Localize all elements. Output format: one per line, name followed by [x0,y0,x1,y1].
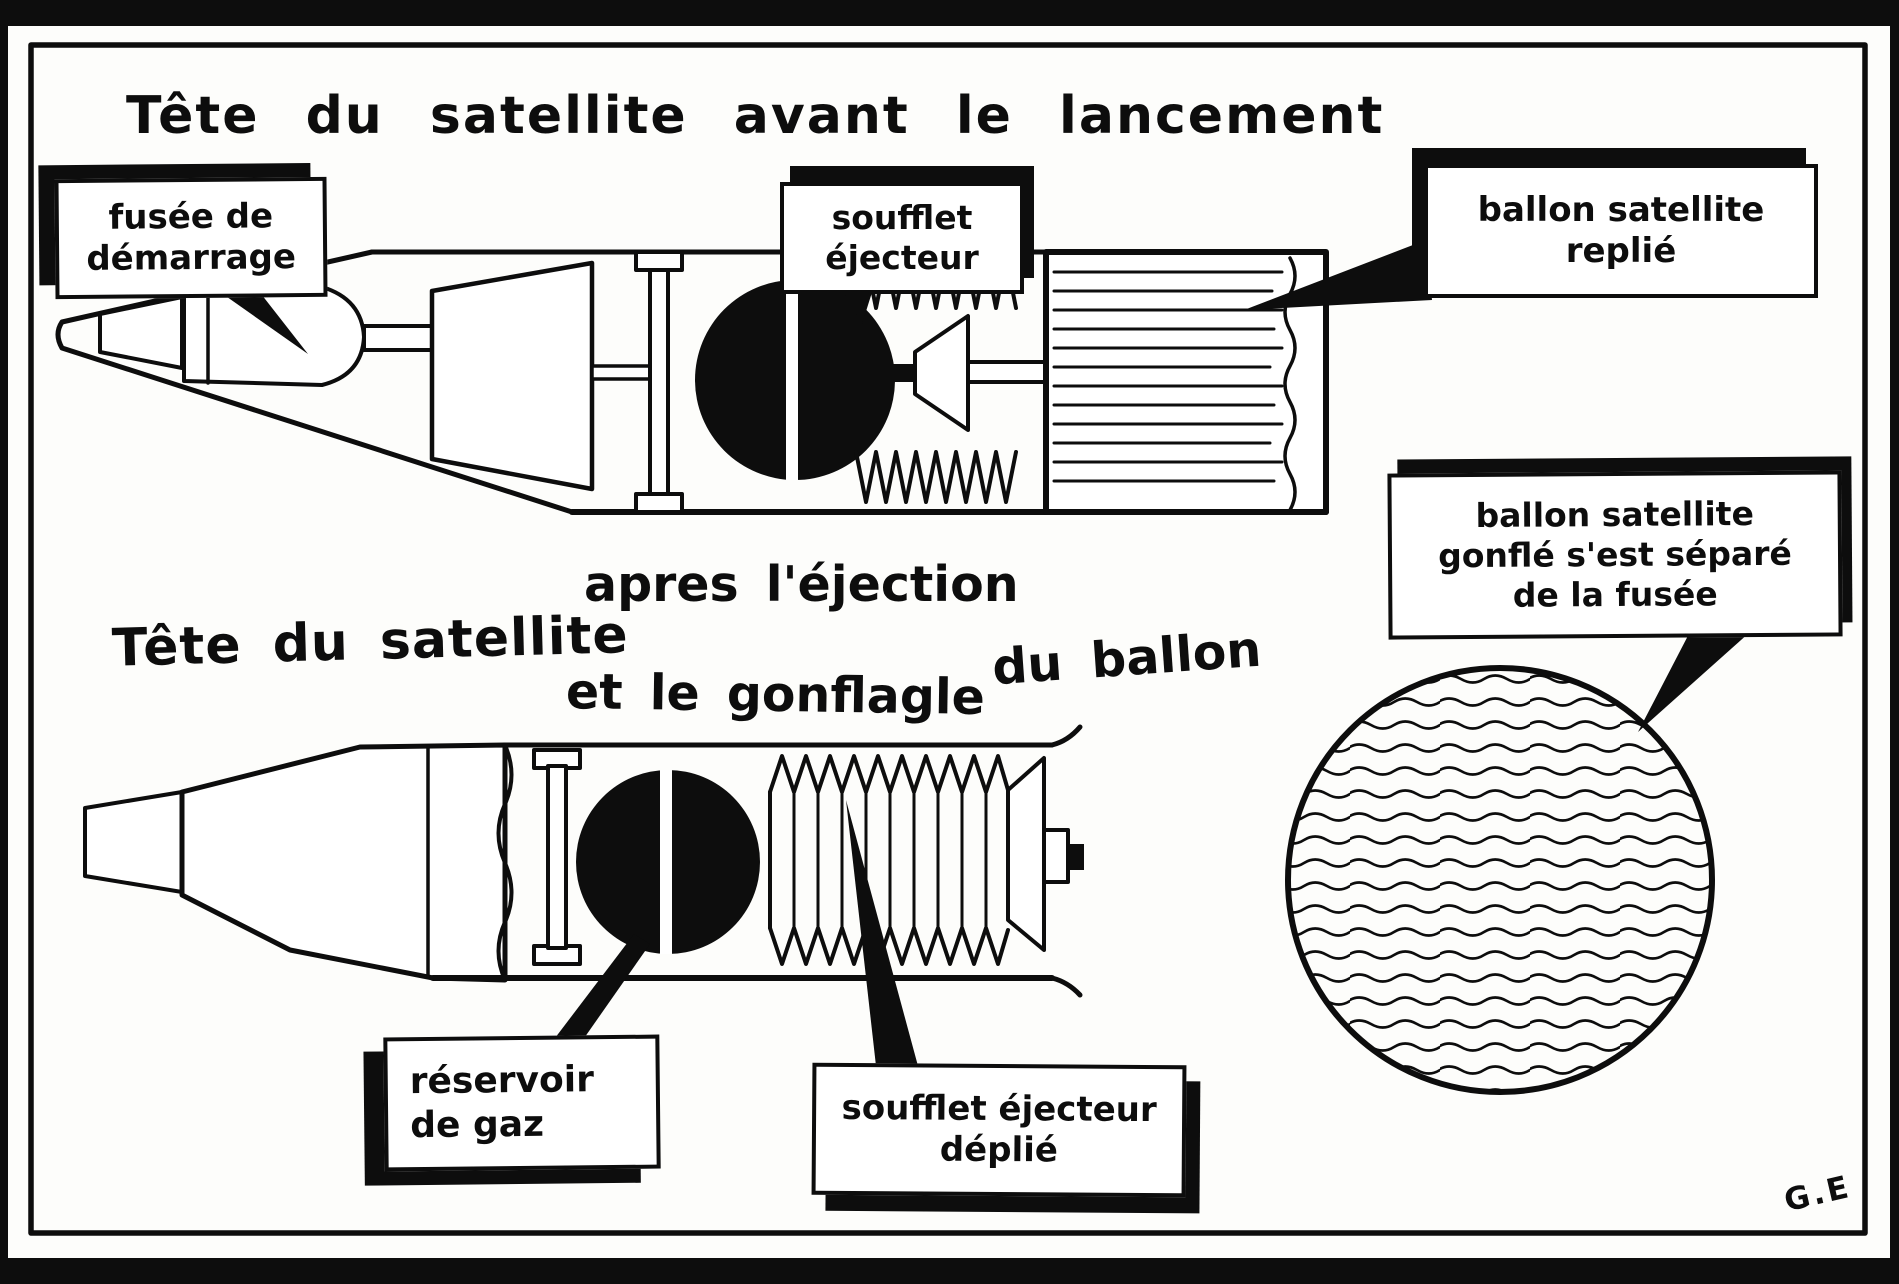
connector-rod [362,324,434,352]
label-ejector-bellows: soufflet éjecteur [780,182,1024,294]
label-line: réservoir [409,1059,595,1103]
pointer-folded-balloon [1244,240,1432,310]
inflated-balloon-sphere [1285,665,1715,1095]
payload-link-rod [590,364,654,381]
engine-nozzle [83,790,184,894]
label-inflated-balloon: ballon satellite gonflé s'est séparé de … [1387,470,1843,640]
pointer-starter-rocket [220,290,308,354]
reservoir-valve [893,364,915,382]
starter-nozzle [98,295,184,370]
second-stage-cone [179,742,508,983]
folded-balloon-box [1043,249,1329,515]
title-before-launch: Tête du satellite avant le lancement [126,86,1385,146]
pointer-inflated-balloon [1638,628,1750,732]
label-line: déplié [939,1129,1059,1171]
label-line: replié [1565,231,1677,271]
ejector-flare [913,314,970,432]
rocket-after-ejection [83,724,1084,998]
label-line: éjecteur [825,238,979,277]
ejector-flare [1006,756,1046,952]
separation-wave-line [496,743,514,982]
label-line: ballon satellite [1477,189,1765,230]
bellows-deployed [768,754,1010,966]
rocket-before-launch [55,249,1329,515]
reservoir-highlight-stripe [660,770,672,954]
mounting-bracket [546,764,568,950]
ejector-rod [966,360,1050,384]
label-starter-rocket: fusée de démarrage [54,176,328,300]
tube-mouth-flare-top [1049,724,1083,748]
label-line: soufflet éjecteur [841,1087,1157,1130]
label-line: gonflé s'est séparé [1438,533,1792,576]
nose-fairing-outline [55,249,575,515]
balloon-neck-nub [1068,844,1084,870]
label-line: de gaz [410,1103,545,1147]
starter-rocket-body [182,285,366,387]
bracket-bottom-cap [634,492,684,514]
reservoir-highlight-stripe [786,280,798,480]
label-line: démarrage [86,237,297,279]
inner-border [28,42,1868,1236]
label-line: de la fusée [1512,574,1718,615]
leader-gas-tank [552,934,650,1044]
bellows-folded-bottom [854,450,1018,504]
label-deployed-bellows: soufflet éjecteur déplié [811,1062,1187,1198]
title-after-line1: apres l'éjection [584,556,1019,613]
label-gas-tank: réservoir de gaz [383,1034,661,1172]
bracket-top-cap [634,250,684,272]
pointer-folded-bellows [840,286,874,324]
label-line: ballon satellite [1475,493,1755,535]
label-folded-balloon: ballon satellite replié [1424,164,1818,298]
balloon-neck-fitting [1042,828,1070,884]
tube-mouth-flare-bottom [1049,975,1083,998]
pointer-deployed-bellows [846,800,918,1066]
callout-pointers [220,240,1750,1066]
mounting-bracket [648,268,670,496]
payload-cone [429,260,595,492]
title-after-line2: et le gonflagle [565,663,986,726]
label-line: soufflet [831,197,973,237]
label-line: fusée de [108,195,274,238]
